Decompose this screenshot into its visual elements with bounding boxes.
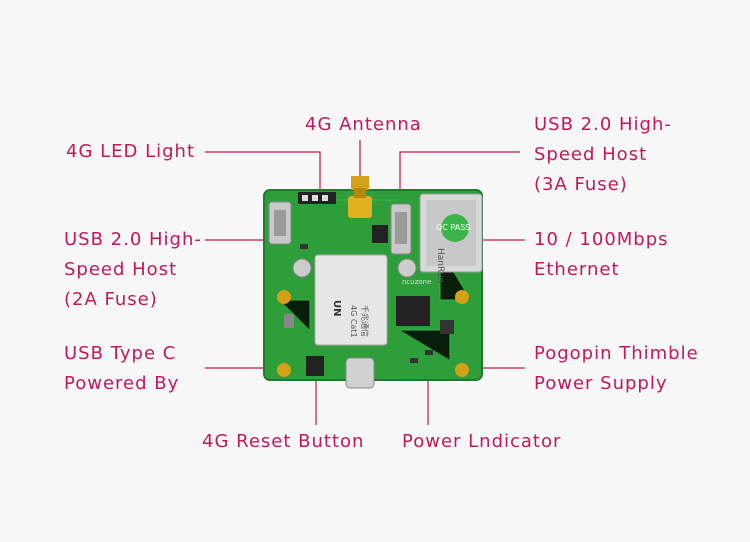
label-usb-host-2a: USB 2.0 High- Speed Host (2A Fuse) [64, 229, 202, 310]
pogo-pad [455, 363, 469, 377]
capacitor-right [397, 258, 417, 278]
label-ethernet: 10 / 100Mbps Ethernet [534, 229, 669, 280]
label-power-indicator: Power Lndicator [402, 431, 562, 452]
rj45-brand: HanRun [435, 248, 445, 283]
pogo-pad [277, 290, 291, 304]
pogo-pad [277, 363, 291, 377]
leader-led [205, 151, 321, 190]
module-line1: 4G Cat1 [349, 305, 358, 338]
silk-text: ncuzone [402, 278, 431, 286]
capacitor-left [292, 258, 312, 278]
pogo-pad [455, 290, 469, 304]
pcb-board [263, 176, 483, 389]
label-4g-antenna: 4G Antenna [305, 114, 422, 135]
label-pogopin: Pogopin Thimble Power Supply [534, 343, 699, 394]
label-4g-led-light: 4G LED Light [66, 141, 196, 162]
module-brand: UN [331, 300, 342, 317]
antenna-connector [348, 176, 372, 218]
usb-type-c-port [345, 357, 375, 389]
reset-button [306, 356, 324, 376]
label-usb-host-3a: USB 2.0 High- Speed Host (3A Fuse) [534, 114, 672, 195]
leader-usb-3a [399, 151, 520, 205]
led-header [298, 192, 336, 204]
rj45-jack [419, 193, 483, 273]
4g-module [314, 254, 388, 346]
ic-chip [396, 296, 430, 326]
label-reset-button: 4G Reset Button [202, 431, 365, 452]
label-usb-type-c: USB Type C Powered By [64, 343, 180, 394]
pass-sticker: QC PASS [436, 223, 470, 232]
module-line2: 千兆通信 [360, 305, 370, 337]
